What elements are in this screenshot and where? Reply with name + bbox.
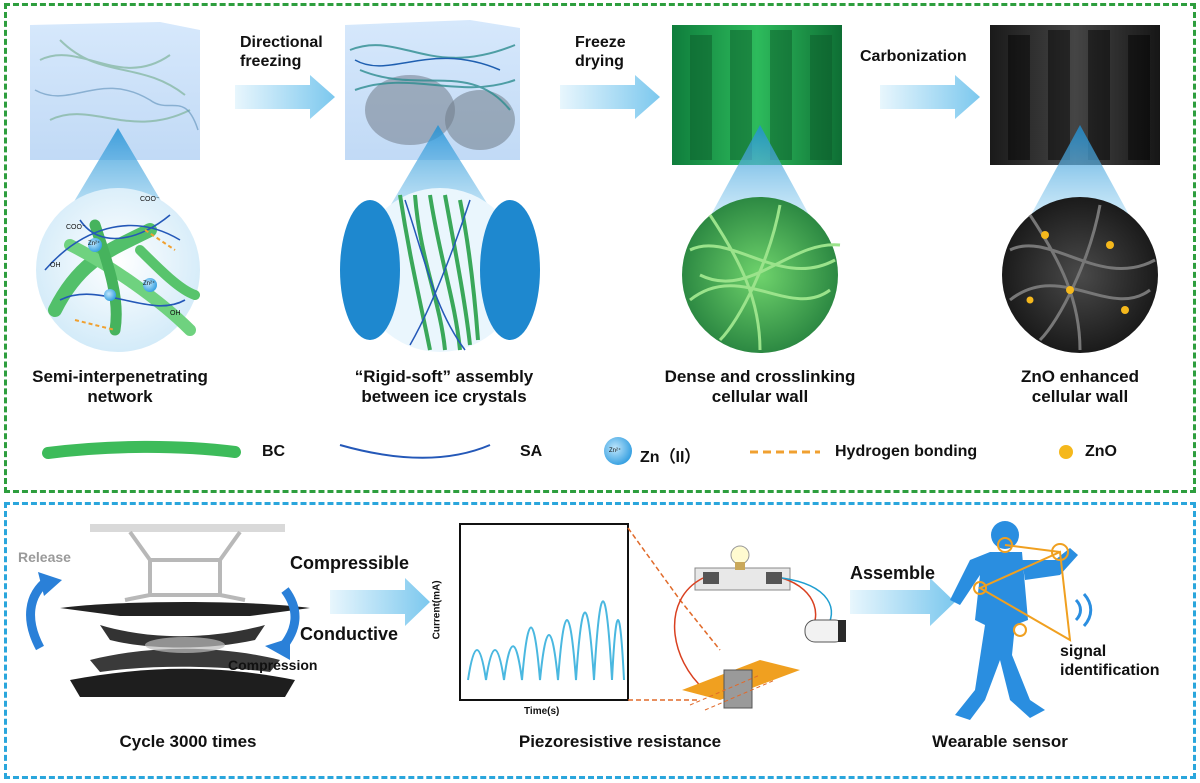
legend-sa-label: SA xyxy=(520,443,543,460)
arrow-compressible-conductive xyxy=(330,578,430,626)
chart-x-axis-label: Time(s) xyxy=(524,706,560,717)
assemble-label: Assemble xyxy=(850,563,936,583)
network-label-coo-1: COO⁻ xyxy=(140,196,160,203)
circuit-diagram xyxy=(627,527,846,711)
network-label-zn-1: Zn²⁺ xyxy=(88,241,101,247)
compressible-label: Compressible xyxy=(290,553,410,573)
current-signal-line xyxy=(467,600,625,681)
stage3-fiber-circle xyxy=(682,197,841,353)
sensor-network xyxy=(973,537,1072,642)
stage-caption-4: ZnO enhanced cellular wall xyxy=(1020,367,1140,407)
stage-caption-3: Dense and crosslinking cellular wall xyxy=(664,367,856,407)
signal-identification-label: signal identification xyxy=(1060,643,1160,679)
piezo-caption: Piezoresistive resistance xyxy=(518,732,722,751)
chart-y-axis-label: Current(mA) xyxy=(431,580,443,640)
stage-caption-2: “Rigid-soft” assembly between ice crysta… xyxy=(354,367,534,407)
compression-arrow-head xyxy=(265,638,290,660)
arrow-assemble xyxy=(850,578,955,626)
compression-label: Compression xyxy=(228,657,318,673)
release-arrow-head xyxy=(38,572,62,596)
legend-zno-swatch xyxy=(1059,445,1073,459)
step-directional-freezing: Directional freezing xyxy=(240,34,323,70)
stage3-green-scaffold xyxy=(672,25,842,165)
cycle-caption: Cycle 3000 times xyxy=(119,732,257,751)
legend-zn-label: Zn（II） xyxy=(640,449,701,466)
network-label-zn-2: Zn²⁺ xyxy=(143,281,156,287)
legend-zn-icon-label: Zn²⁺ xyxy=(609,448,622,454)
legend-bc-label: BC xyxy=(262,443,286,460)
release-label: Release xyxy=(18,549,71,565)
signal-waves-icon xyxy=(1074,592,1093,628)
legend-bc-swatch xyxy=(42,440,241,459)
legend-sa-swatch xyxy=(339,444,491,459)
stage1-network-circle xyxy=(36,188,200,352)
legend-hbond-label: Hydrogen bonding xyxy=(835,443,978,460)
process-panel xyxy=(4,3,1196,493)
stage2-cube xyxy=(345,20,520,160)
network-label-coo-2: COO⁻ xyxy=(66,224,86,231)
network-label-oh-2: OH xyxy=(170,310,181,317)
wearable-caption: Wearable sensor xyxy=(932,732,1068,751)
application-panel xyxy=(4,502,1196,779)
legend-zno-label: ZnO xyxy=(1085,443,1117,460)
network-label-oh-1: OH xyxy=(50,262,61,269)
arrow-freeze-drying xyxy=(560,75,660,119)
stage4-zno-circle xyxy=(1002,197,1158,353)
step-freeze-drying: Freeze drying xyxy=(575,34,626,70)
stage2-assembly-circle xyxy=(340,188,540,352)
stage4-carbon-scaffold xyxy=(990,25,1160,165)
stage-caption-1: Semi-interpenetrating network xyxy=(32,367,208,407)
arrow-directional-freezing xyxy=(235,75,335,119)
step-carbonization: Carbonization xyxy=(860,48,967,65)
arrow-carbonization xyxy=(880,75,980,119)
conductive-label: Conductive xyxy=(300,624,399,644)
legend-zn-swatch xyxy=(604,437,632,465)
stage1-cube xyxy=(30,22,200,160)
compression-device xyxy=(60,524,310,697)
